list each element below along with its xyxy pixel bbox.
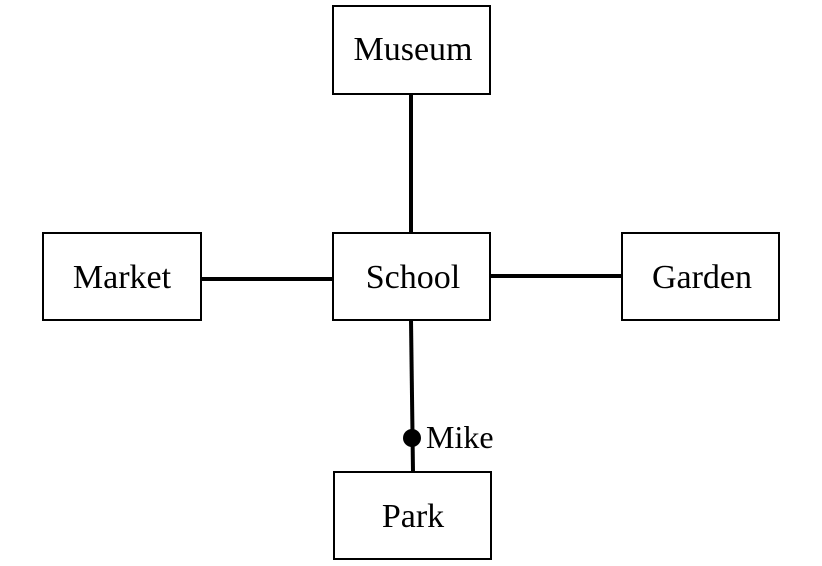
node-museum: Museum [332,5,491,95]
node-garden-label: Garden [652,259,752,296]
node-school: School [332,232,491,321]
node-market: Market [42,232,202,321]
marker-dot [403,429,421,447]
node-garden: Garden [621,232,780,321]
node-market-box [42,232,202,321]
node-museum-label: Museum [354,31,473,68]
node-park-label: Park [382,498,444,535]
node-museum-box [332,5,491,95]
node-school-box [332,232,491,321]
node-garden-box [621,232,780,321]
node-market-label: Market [73,259,172,296]
edge-school-park [409,319,415,473]
node-park-box [333,471,492,560]
node-park: Park [333,471,492,560]
node-school-label: School [366,259,460,296]
marker-label: Mike [426,419,494,455]
marker-mike: Mike [403,419,494,455]
